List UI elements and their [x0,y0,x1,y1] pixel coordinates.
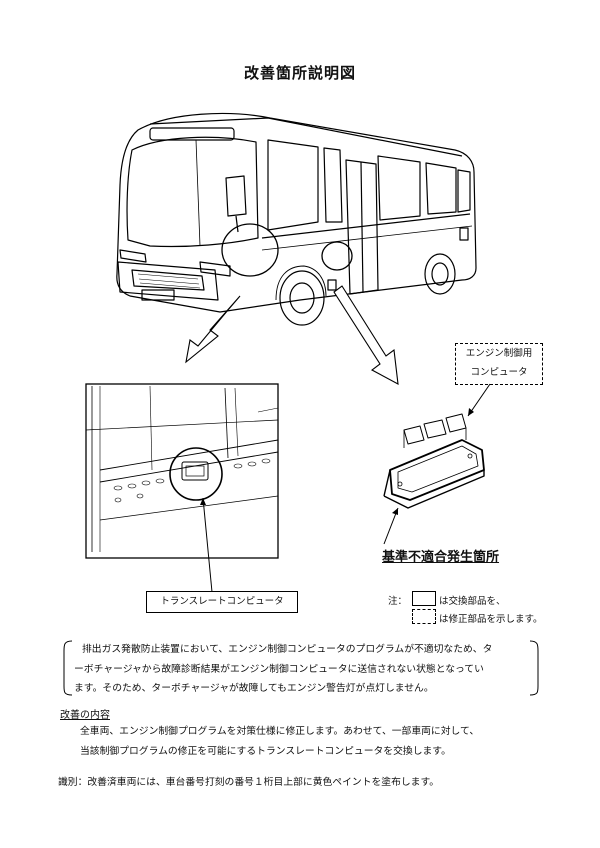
page-title: 改善箇所説明図 [243,64,356,82]
improvement-line-2: 当該制御プログラムの修正を可能にするトランスレートコンピュータを交換します。 [80,745,451,757]
arrow-to-ecu [333,285,399,385]
improvement-line-1: 全車両、エンジン制御プログラムを対策仕様に修正します。あわせて、一部車両に対して… [80,726,480,737]
legend-note-prefix: 注： [388,596,408,607]
translate-label-box: トランスレートコンピュータ [146,591,298,613]
ecu-label-box: エンジン制御用 コンピュータ [455,343,543,385]
bus-illustration [116,112,477,326]
ecu-drawing [383,413,485,509]
translate-leader [202,497,213,593]
improvement-block: 全車両、エンジン制御プログラムを対策仕様に修正します。あわせて、一部車両に対して… [60,722,540,761]
description-line-1: 排出ガス発散防止装置において、エンジン制御コンピュータのプログラムが不適切なため… [82,644,493,655]
detail-inset [85,383,279,559]
description-line-2: ーボチャージャから故障診断結果がエンジン制御コンピュータに送信されない状態となっ… [74,663,484,675]
description-bracket-left [63,640,73,696]
translate-label: トランスレートコンピュータ [160,596,284,607]
identification-text: 識別：改善済車両には、車台番号打刻の番号１桁目上部に黄色ペイントを塗布します。 [58,777,440,788]
translate-location-circle [221,223,279,277]
legend-dashed-text: は修正部品を示します。 [439,614,543,625]
ecu-label-line2: コンピュータ [470,367,528,378]
improvement-heading: 改善の内容 [60,710,110,721]
legend-dashed-swatch [412,609,436,624]
ecu-label-line1: エンジン制御用 [465,348,533,359]
description-bracket-right [529,640,539,696]
legend-solid-swatch [412,591,436,606]
ecu-leader-arrowhead [468,408,474,416]
translate-leader-arrowhead [200,498,206,505]
ecu-location-circle [321,241,353,271]
nonconformity-leader-arrowhead [392,508,398,515]
legend-solid-text: は交換部品を、 [439,596,506,607]
nonconformity-label: 基準不適合発生箇所 [382,550,500,565]
description-block: 排出ガス発散防止装置において、エンジン制御コンピュータのプログラムが不適切なため… [62,640,532,699]
description-line-3: ます。そのため、ターボチャージャが故障してもエンジン警告灯が点灯しません。 [74,683,434,694]
arrow-to-detail [185,295,241,364]
